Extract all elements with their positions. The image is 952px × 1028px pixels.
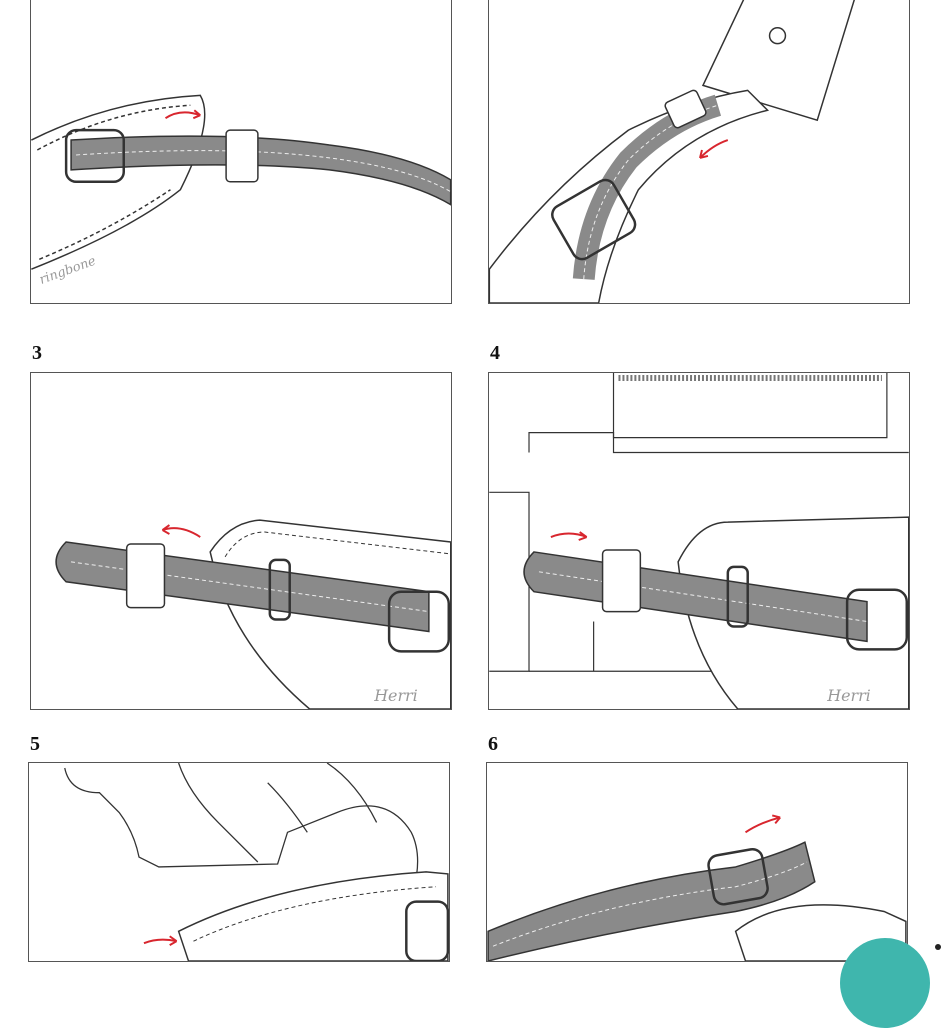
red-arrow-icon (164, 111, 201, 120)
step-number-5: 5 (30, 733, 40, 755)
svg-text:Herri: Herri (826, 686, 871, 705)
strap-loop-icon (551, 178, 637, 261)
strap-loop-icon (405, 900, 449, 961)
step-2-illustration (489, 0, 855, 303)
step-1-illustration: ringbone (31, 94, 451, 288)
strap-loop-icon (726, 565, 749, 628)
indicator-dot (935, 944, 941, 950)
red-arrow-icon (162, 527, 201, 538)
step-2-panel (488, 0, 910, 304)
red-arrow-icon (744, 816, 781, 834)
strap-loop-icon (707, 847, 769, 906)
step-number-4: 4 (490, 342, 500, 364)
svg-text:ringbone: ringbone (38, 254, 99, 288)
step-6-panel (486, 762, 908, 962)
step-6-illustration (487, 814, 907, 961)
step-3-illustration: Herri (55, 519, 451, 709)
step-number-6: 6 (488, 733, 498, 755)
step-5-panel (28, 762, 450, 962)
step-4-panel: Herri (488, 372, 910, 710)
svg-text:Herri: Herri (373, 686, 418, 705)
step-number-3: 3 (32, 342, 42, 364)
strap-loop-icon (64, 128, 125, 184)
strap-loop-icon (268, 558, 291, 621)
red-arrow-icon (143, 938, 177, 945)
step-5-illustration (64, 763, 449, 961)
step-3-panel: Herri (30, 372, 452, 710)
step-4-illustration: Herri (489, 373, 909, 709)
red-arrow-icon (699, 139, 729, 159)
hand-icon (64, 763, 419, 912)
step-1-panel: ringbone (30, 0, 452, 304)
